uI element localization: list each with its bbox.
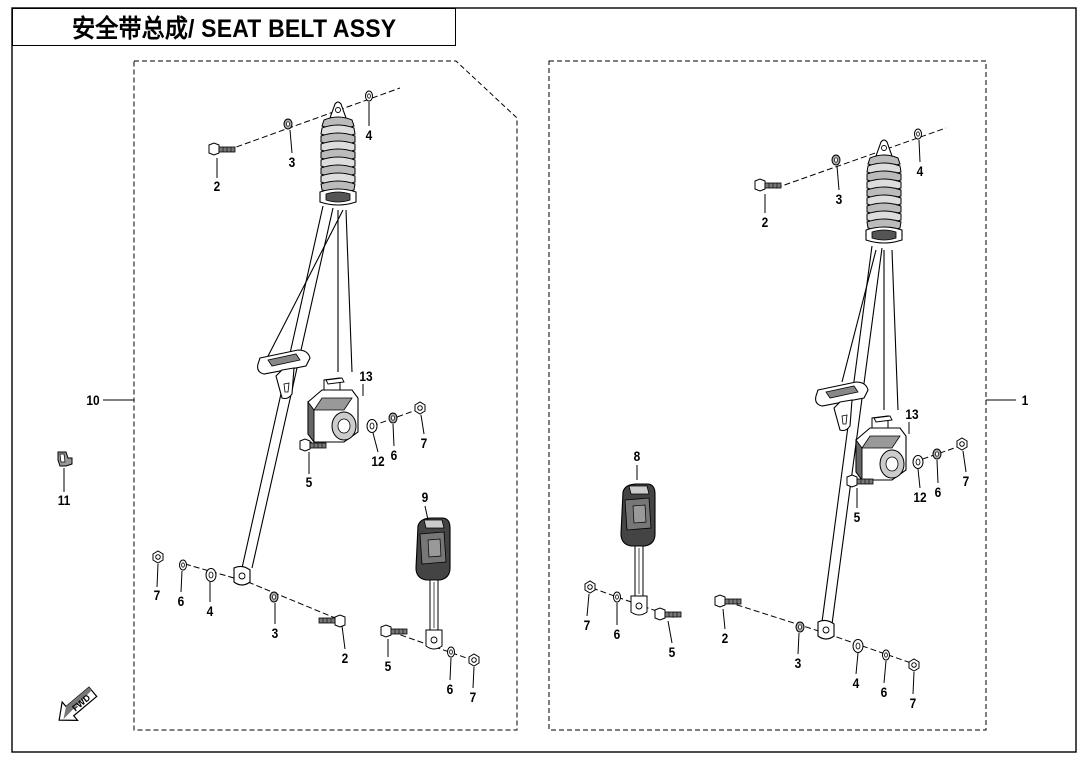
callout-c-r7c: 7 bbox=[909, 695, 917, 711]
callout-c-r6c: 6 bbox=[880, 684, 888, 700]
callout-c-r2a: 2 bbox=[761, 214, 769, 230]
callout-c-l9: 9 bbox=[421, 489, 429, 505]
callout-c-r5b: 5 bbox=[668, 644, 676, 660]
callout-c-l13: 13 bbox=[359, 368, 373, 384]
callout-c-l6b: 6 bbox=[177, 593, 185, 609]
callout-c-l3b: 3 bbox=[271, 625, 279, 641]
title-box: 安全带总成/ SEAT BELT ASSY bbox=[12, 8, 456, 46]
callout-c-r7a: 7 bbox=[962, 473, 970, 489]
callout-c-r12: 12 bbox=[913, 489, 927, 505]
part-11-clip bbox=[57, 451, 73, 492]
outer-border bbox=[11, 7, 1077, 753]
callout-c-r5a: 5 bbox=[853, 509, 861, 525]
callout-c-r4b: 4 bbox=[852, 675, 860, 691]
callout-c-r6b: 6 bbox=[613, 626, 621, 642]
callout-c-l5a: 5 bbox=[305, 474, 313, 490]
callout-c-l7b: 7 bbox=[153, 587, 161, 603]
callout-c-r2b: 2 bbox=[721, 630, 729, 646]
right-assy-box bbox=[548, 60, 987, 731]
callout-c-l6c: 6 bbox=[446, 681, 454, 697]
callout-c-l3a: 3 bbox=[288, 154, 296, 170]
callout-c-r6a: 6 bbox=[934, 484, 942, 500]
callout-c-l12: 12 bbox=[371, 453, 385, 469]
callout-c-11: 11 bbox=[57, 492, 71, 508]
callout-c-l7c: 7 bbox=[469, 689, 477, 705]
fwd-arrow-icon: FWD bbox=[58, 686, 98, 721]
page-title: 安全带总成/ SEAT BELT ASSY bbox=[71, 15, 397, 43]
callout-c-r13: 13 bbox=[905, 406, 919, 422]
callout-c-1: 1 bbox=[1021, 392, 1029, 408]
callout-c-r4a: 4 bbox=[916, 163, 924, 179]
callout-c-r3a: 3 bbox=[835, 191, 843, 207]
callout-c-l5b: 5 bbox=[384, 658, 392, 674]
callout-c-10: 10 bbox=[86, 392, 100, 408]
left-seat-belt bbox=[152, 87, 480, 689]
right-seat-belt bbox=[584, 127, 968, 695]
callout-c-l4a: 4 bbox=[365, 127, 373, 143]
callout-c-l4b: 4 bbox=[206, 603, 214, 619]
callout-c-l2a: 2 bbox=[213, 178, 221, 194]
callout-c-r8: 8 bbox=[633, 448, 641, 464]
callout-c-l2b: 2 bbox=[341, 650, 349, 666]
callout-c-l6a: 6 bbox=[390, 447, 398, 463]
left-assy-box bbox=[133, 60, 518, 731]
callout-c-r7b: 7 bbox=[583, 617, 591, 633]
callout-c-l7a: 7 bbox=[420, 435, 428, 451]
callout-c-r3b: 3 bbox=[794, 655, 802, 671]
